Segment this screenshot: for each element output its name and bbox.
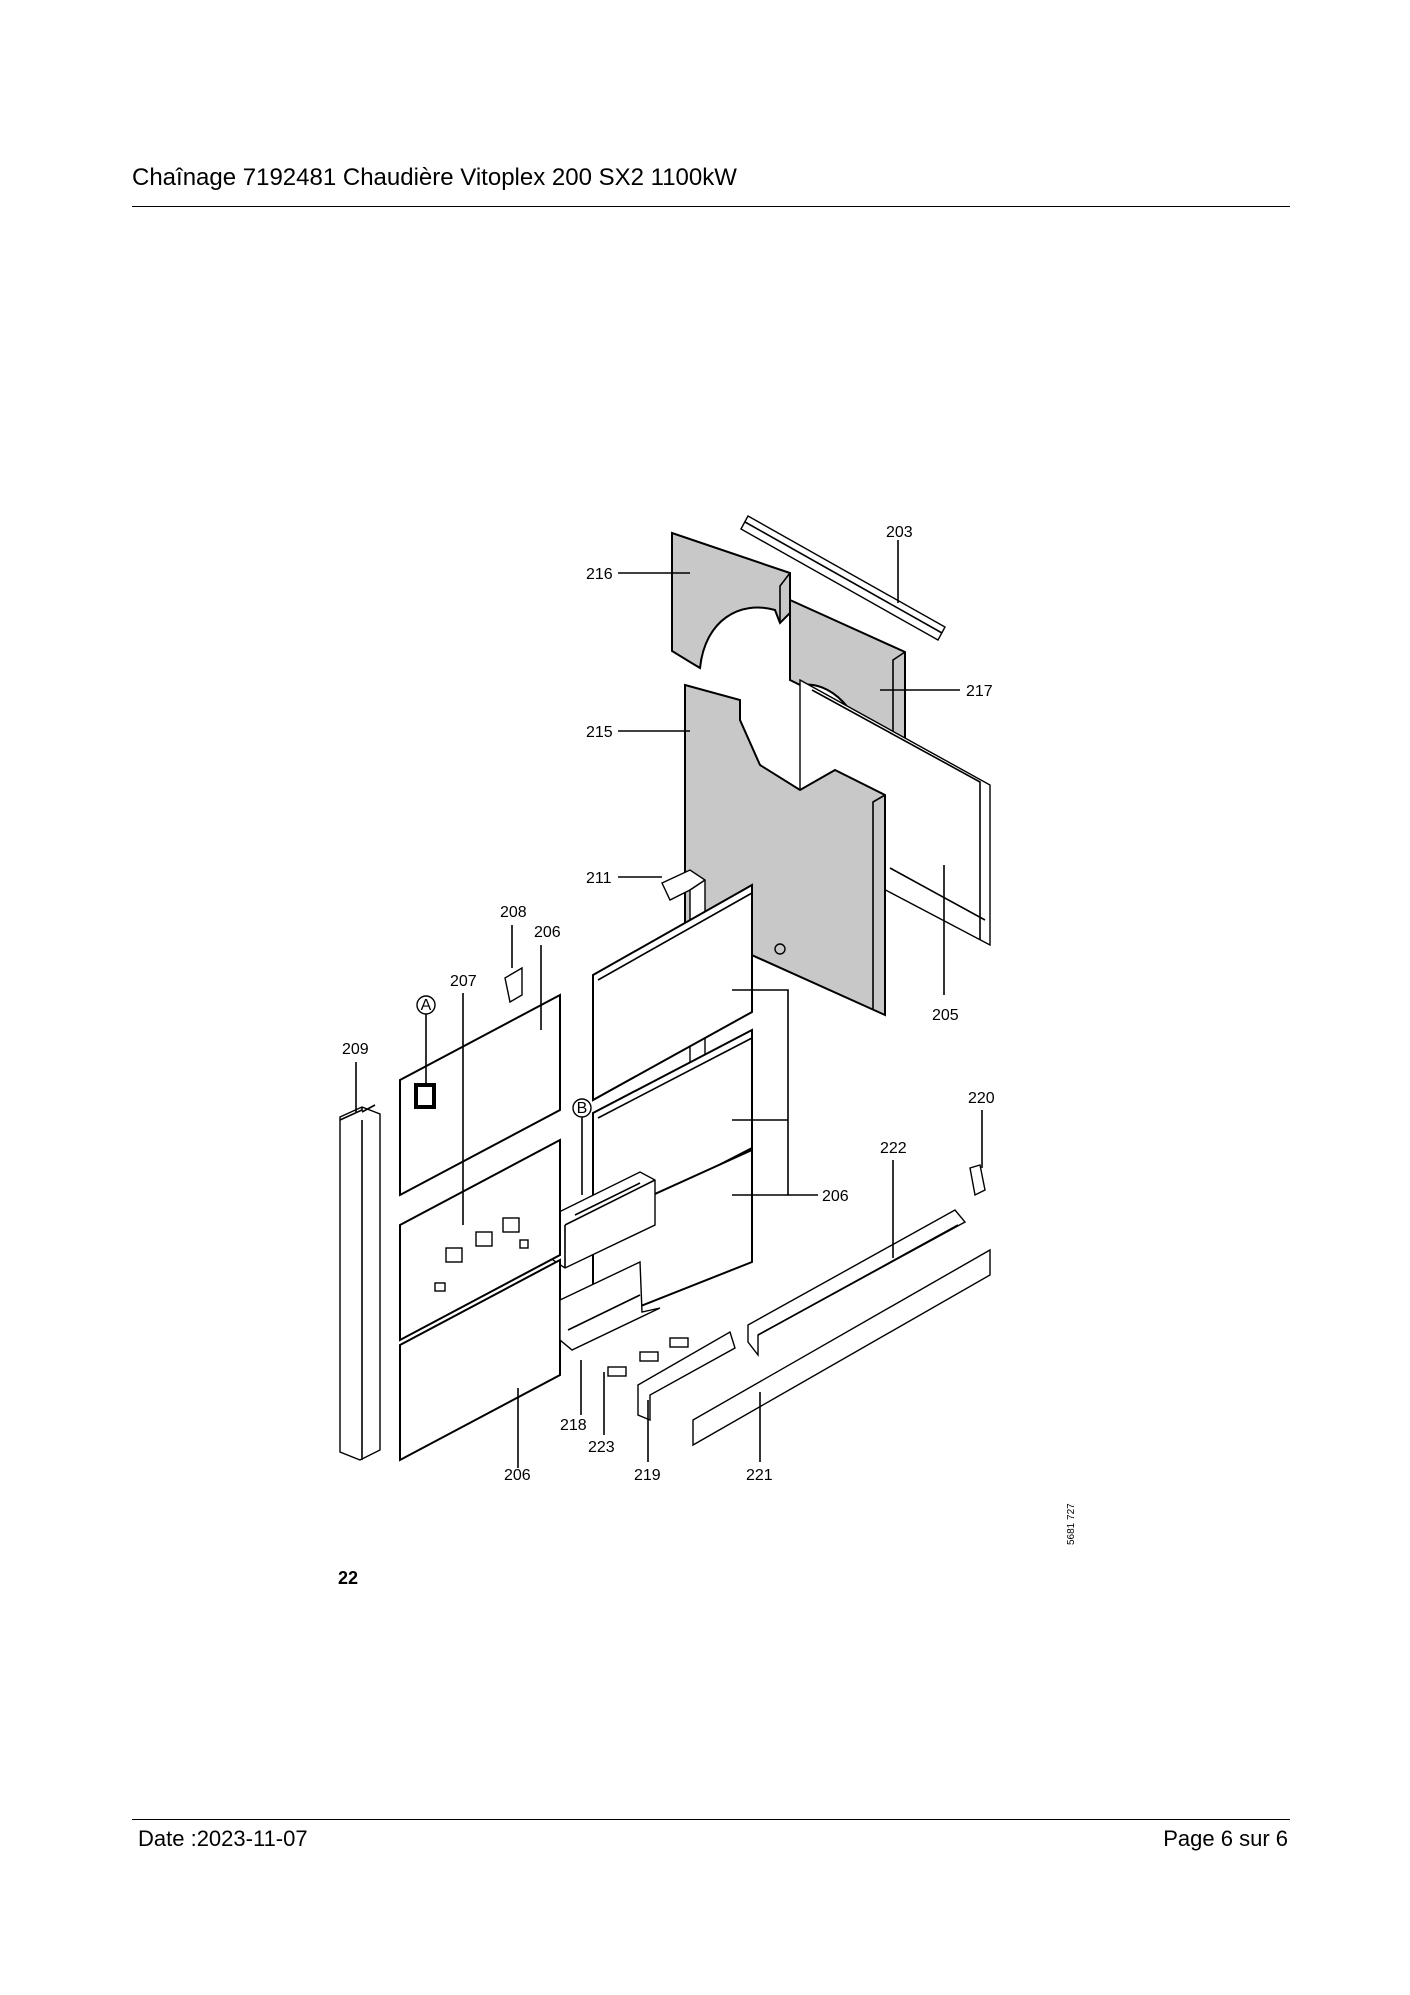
label-218: 218 (560, 1417, 587, 1434)
label-221: 221 (746, 1467, 773, 1484)
footer-date: Date :2023-11-07 (138, 1826, 308, 1851)
part-216-insulation (671, 531, 791, 670)
footer-page-number: Page 6 sur 6 (1163, 1826, 1288, 1851)
part-220-clip (969, 1164, 986, 1197)
label-211: 211 (586, 870, 612, 887)
label-220: 220 (968, 1090, 995, 1107)
part-206-panel-upper (592, 883, 753, 1102)
part-219-bracket (637, 1330, 736, 1422)
part-206-panel-left-top (399, 993, 561, 1197)
part-208-clip (504, 966, 523, 1004)
drawing-reference: 5681 727 (1066, 1503, 1077, 1545)
label-206-top: 206 (534, 924, 561, 941)
sticker-a (414, 1083, 436, 1109)
label-217: 217 (966, 683, 993, 700)
label-206-bottom: 206 (504, 1467, 531, 1484)
part-206-panel-left-bottom (399, 1258, 561, 1462)
label-209: 209 (342, 1041, 369, 1058)
label-222: 222 (880, 1140, 907, 1157)
label-215: 215 (586, 724, 613, 741)
label-205: 205 (932, 1007, 959, 1024)
part-223-grip (607, 1366, 627, 1377)
label-208: 208 (500, 904, 527, 921)
figure-number: 22 (338, 1568, 358, 1588)
label-203: 203 (886, 524, 913, 541)
label-207: 207 (450, 973, 477, 990)
label-223: 223 (588, 1439, 615, 1456)
header-rule (132, 206, 1290, 207)
page-title: Chaînage 7192481 Chaudière Vitoplex 200 … (132, 164, 737, 191)
marker-b: B (577, 1100, 588, 1117)
part-control-unit (552, 1171, 656, 1269)
label-219: 219 (634, 1467, 661, 1484)
part-215-hole (774, 943, 786, 955)
part-218-tray (559, 1260, 661, 1351)
label-206-right: 206 (822, 1188, 849, 1205)
label-216: 216 (586, 566, 613, 583)
footer-rule (132, 1819, 1290, 1820)
marker-a: A (421, 997, 432, 1014)
part-209-post (339, 1106, 381, 1461)
part-221-strip (692, 1248, 991, 1447)
